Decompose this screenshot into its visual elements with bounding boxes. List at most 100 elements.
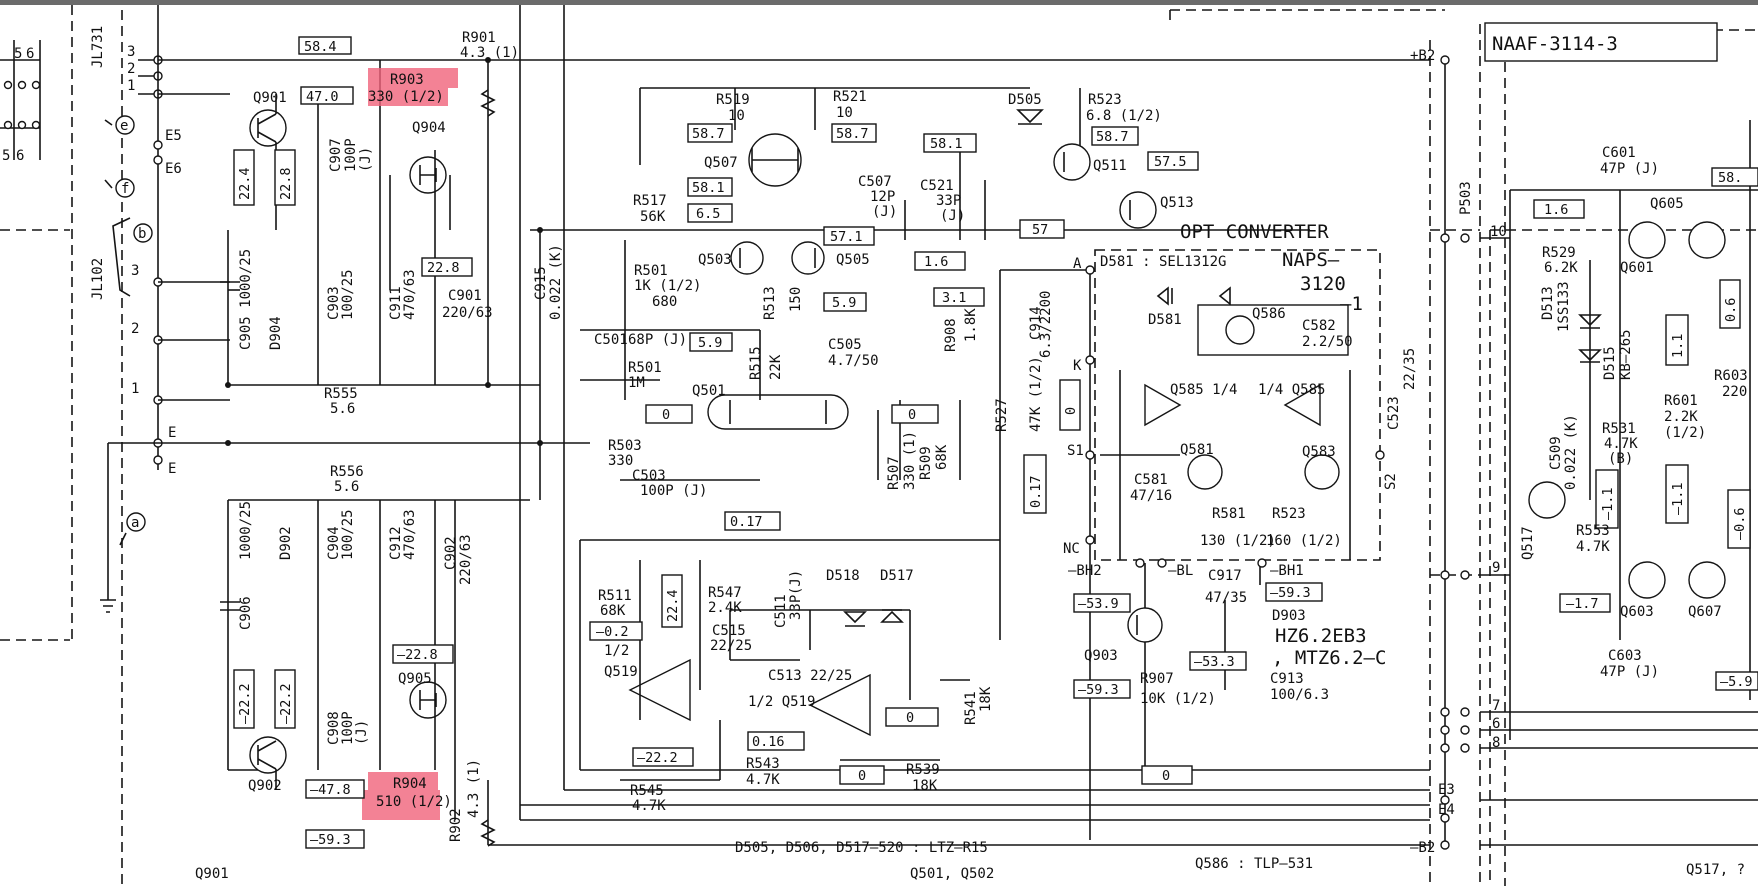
voltage-label: 58. [1718,170,1742,186]
voltage-label: –22.2 [278,683,294,724]
terminal-7: 7 [1492,698,1500,714]
highlight-r903 [368,68,458,88]
e3-label: E3 [1438,782,1455,798]
r527-label: R527 [994,398,1010,432]
r547-value: 2.4K [708,600,742,616]
c511-tol: (J) [788,570,804,595]
r547-label: R547 [708,585,742,601]
terminal-s2: S2 [1383,473,1399,490]
q581-label: Q581 [1180,442,1214,458]
e6-label: E6 [165,161,182,177]
terminal-k: K [1073,358,1082,374]
c904-label: C904 [326,526,342,560]
r904-label: R904 [393,776,427,792]
voltage-label: 22.8 [427,260,460,276]
r511-label: R511 [598,588,632,604]
q901-label: Q901 [253,90,287,106]
voltage-label: 0.6 [1723,298,1739,322]
pin-label: 2 [127,61,135,77]
r519-value: 10 [728,108,745,124]
highlight-r903 [368,88,448,106]
c915-value: 0.022 (K) [548,244,564,320]
pin-label: 3 [127,44,135,60]
r541-label: R541 [963,691,979,725]
voltage-label: 58.1 [692,180,725,196]
c515-value: 22/25 [710,638,752,654]
voltage-label: 0 [1063,407,1079,415]
c523-label: C523 [1386,396,1402,430]
r507-value: 330 (1) [902,431,918,490]
c915-label: C915 [533,266,549,300]
q607-label: Q607 [1688,604,1722,620]
center-amplifier [580,87,1157,840]
voltage-label: 0 [906,710,914,726]
c521-label: C521 [920,178,954,194]
r603-value: 220 [1722,384,1747,400]
footer-q901: Q901 [195,866,229,882]
r601-watt: (1/2) [1664,425,1706,441]
e4-label: E4 [1438,802,1455,818]
r543-value: 4.7K [746,772,780,788]
r539-value: 18K [912,778,938,794]
d517-label: D517 [880,568,914,584]
r543-label: R543 [746,756,780,772]
voltage-label: –47.8 [310,782,351,798]
r517-label: R517 [633,193,667,209]
voltage-label: 57.1 [830,229,863,245]
window-top-edge [0,0,1758,5]
r581-label: R581 [1212,506,1246,522]
c903-value: 100/25 [340,269,356,320]
voltage-label: 58.1 [930,136,963,152]
q585-label: Q585 1/4 [1170,382,1237,398]
d902-label: D902 [278,526,294,560]
c902-label: C902 [443,536,459,570]
voltage-label: –1.7 [1566,596,1599,612]
c501-label: C501 [594,332,628,348]
voltage-label: 0.16 [752,734,785,750]
q586-label: Q586 [1252,306,1286,322]
voltage-label: 0 [908,407,916,423]
q519b-label: 1/2 Q519 [748,694,815,710]
r556-label: R556 [330,464,364,480]
r904-value: 510 (1/2) [376,794,452,810]
title-block-box [1484,22,1718,62]
r511-value: 68K [600,603,626,619]
pin-label: 1 [127,78,135,94]
voltage-label: –53.3 [1194,654,1235,670]
r907-label: R907 [1140,671,1174,687]
terminal-bh1: –BH1 [1270,563,1304,579]
c501-value: 68P (J) [628,332,687,348]
r513-label: R513 [762,286,778,320]
footer-q586: Q586 : TLP–531 [1195,856,1313,872]
c907-label: C907 [328,138,344,172]
q511-label: Q511 [1093,158,1127,174]
circled-label: f [121,181,129,197]
d581-label: D581 [1148,312,1182,328]
r501b-value: 1M [628,375,645,391]
r901-label: R901 [462,30,496,46]
q507-label: Q507 [704,155,738,171]
r555-value: 5.6 [330,401,355,417]
r523-label: R523 [1088,92,1122,108]
grid-label: 5 [14,46,22,62]
c905-label: C905 1000/25 [238,249,254,350]
main-wiring [158,5,1430,847]
terminal-nc: NC [1063,541,1080,557]
e-label: E [168,425,176,441]
c603-value: 47P (J) [1600,664,1659,680]
q902-label: Q902 [248,778,282,794]
grid-label: 6 [26,46,34,62]
voltage-label: –22.8 [397,647,438,663]
voltage-label: 6.5 [696,206,720,222]
c907-tol: (J) [358,147,374,172]
e-label: E [168,461,176,477]
r501a-value: 1K (1/2) [634,278,701,294]
c917-label: C917 [1208,568,1242,584]
q503-label: Q503 [698,252,732,268]
r903-label: R903 [390,72,424,88]
q601-label: Q601 [1620,260,1654,276]
pin-label: 3 [131,263,139,279]
c509-label: C509 [1548,436,1564,470]
r901-value: 4.3 (1) [460,45,519,61]
r601-label: R601 [1664,393,1698,409]
